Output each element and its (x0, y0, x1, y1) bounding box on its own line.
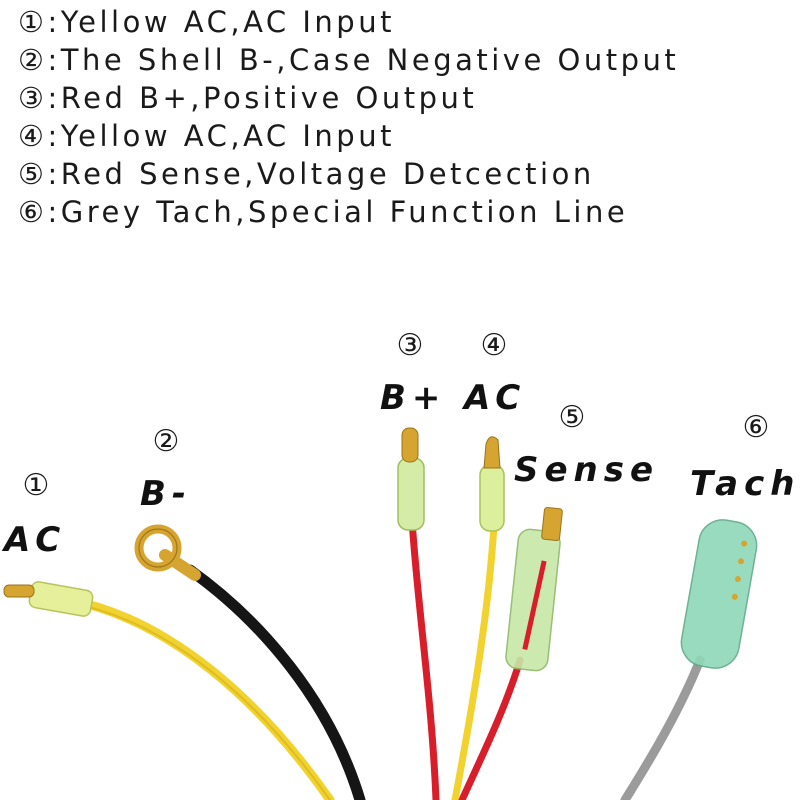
label-ac-4: AC (464, 378, 527, 418)
marker-2: ② (152, 424, 180, 459)
label-sense: Sense (514, 450, 660, 490)
legend-marker-2: ② (18, 43, 48, 77)
wire-1-yellow-ac (3, 581, 335, 800)
wire-4-sleeve (479, 464, 505, 532)
marker-1: ① (22, 468, 50, 503)
wire-5-sleeve (505, 528, 561, 672)
wire-6-connector (680, 519, 758, 669)
legend-item-1: ①:Yellow AC,AC Input (18, 4, 395, 40)
legend-marker-6: ⑥ (18, 195, 48, 229)
wire-3-sleeve (397, 457, 425, 531)
marker-5: ⑤ (558, 400, 586, 435)
legend-marker-5: ⑤ (18, 157, 48, 191)
legend-item-3: ③:Red B+,Positive Output (18, 80, 477, 116)
marker-3: ③ (396, 328, 424, 363)
wire-5-spade-terminal (541, 506, 563, 542)
legend-marker-3: ③ (18, 81, 48, 115)
label-tach: Tach (690, 464, 800, 504)
legend-text-4: :Yellow AC,AC Input (47, 119, 395, 153)
wire-6-cable (620, 655, 705, 800)
legend-text-5: :Red Sense,Voltage Detcection (47, 157, 595, 191)
marker-4: ④ (480, 328, 508, 363)
wire-3-red-bplus (397, 427, 440, 800)
label-b-minus: B- (140, 474, 193, 514)
legend-item-6: ⑥:Grey Tach,Special Function Line (18, 194, 628, 230)
wire-2-black-bminus (134, 524, 366, 800)
legend-text-1: :Yellow AC,AC Input (47, 5, 395, 39)
legend-item-2: ②:The Shell B-,Case Negative Output (18, 42, 679, 78)
wire-3-bullet-terminal (401, 427, 419, 463)
wire-1-bullet-terminal (3, 584, 35, 598)
label-b-plus: B+ (380, 378, 447, 418)
wire-4-bullet-terminal (483, 436, 501, 469)
wire-1-cable (65, 595, 335, 800)
legend-marker-4: ④ (18, 119, 48, 153)
marker-6: ⑥ (742, 410, 770, 445)
wire-2-cable (184, 564, 366, 800)
legend-text-3: :Red B+,Positive Output (47, 81, 478, 115)
wire-1-sleeve (28, 581, 94, 617)
wire-4-cable (451, 521, 498, 800)
legend-item-5: ⑤:Red Sense,Voltage Detcection (18, 156, 595, 192)
wire-3-cable (408, 516, 440, 800)
legend-item-4: ④:Yellow AC,AC Input (18, 118, 395, 154)
legend-text-6: :Grey Tach,Special Function Line (47, 195, 629, 229)
legend-text-2: :The Shell B-,Case Negative Output (47, 43, 680, 77)
label-ac-1: AC (4, 520, 67, 560)
legend-marker-1: ① (18, 5, 48, 39)
wire-5-cable (458, 656, 524, 800)
wire-5-red-sense (458, 506, 563, 800)
wire-4-yellow-ac (451, 436, 505, 800)
wire-6-grey-tach (620, 519, 758, 800)
